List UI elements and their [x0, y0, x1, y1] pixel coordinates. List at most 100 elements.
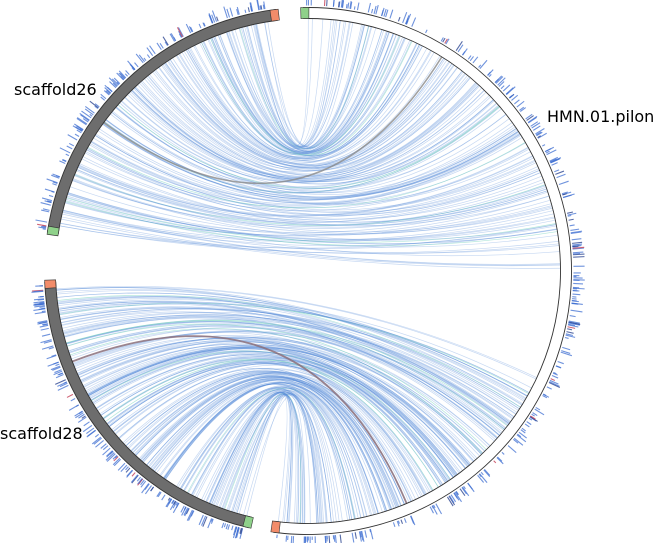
gene-tick: [502, 84, 511, 92]
link-scaffold28: [62, 312, 509, 425]
link-scaffold26: [141, 80, 480, 178]
link-scaffold28: [130, 373, 392, 510]
link-scaffold28: [139, 375, 398, 508]
link-scaffold26: [94, 133, 521, 204]
gene-tick: [89, 114, 93, 117]
gene-tick: [165, 498, 172, 508]
gene-tick: [75, 412, 84, 419]
link-scaffold26: [66, 196, 555, 241]
gene-tick: [463, 485, 466, 490]
label-hmn-01-pilon: HMN.01.pilon: [547, 107, 655, 126]
gene-tick: [472, 56, 479, 64]
gene-tick: [203, 22, 206, 27]
gene-tick: [33, 298, 45, 301]
link-scaffold28: [152, 380, 368, 517]
link-scaffold28: [90, 350, 446, 483]
gene-tick: [513, 437, 524, 446]
link-scaffold28: [115, 363, 446, 484]
link-scaffold26: [65, 201, 558, 247]
link-scaffold28: [87, 344, 478, 459]
link-scaffold28: [58, 302, 509, 426]
gene-tick: [259, 5, 262, 10]
link-scaffold28: [90, 347, 475, 462]
link-scaffold28: [56, 288, 526, 400]
link-scaffold28: [163, 382, 377, 515]
link-scaffold28: [60, 308, 520, 410]
gene-tick: [116, 81, 120, 85]
link-scaffold28: [69, 326, 495, 442]
gene-tick: [210, 518, 213, 522]
gene-tick: [567, 326, 576, 329]
gene-tick: [572, 246, 579, 248]
gene-tick: [549, 158, 557, 163]
gene-tick: [82, 424, 93, 433]
link-scaffold26: [61, 213, 557, 247]
gene-tick: [34, 305, 45, 308]
link-scaffold28: [133, 373, 405, 505]
link-scaffold28: [176, 384, 379, 514]
gene-tick: [44, 188, 55, 193]
gene-tick: [551, 374, 559, 379]
gene-tick: [41, 333, 51, 337]
gene-tick: [111, 78, 119, 86]
link-scaffold28: [219, 392, 318, 524]
gene-tick: [74, 123, 84, 131]
gene-tick: [236, 527, 240, 538]
gene-tick: [326, 0, 328, 7]
link-scaffold26: [84, 147, 529, 212]
link-scaffold28: [66, 321, 500, 437]
link-scaffold28: [113, 363, 433, 492]
link-scaffold26: [62, 211, 561, 266]
gene-tick: [207, 518, 213, 529]
link-scaffold28: [183, 388, 332, 523]
label-scaffold26: scaffold26: [14, 80, 97, 99]
gene-tick: [359, 531, 362, 538]
gene-tick: [119, 72, 126, 79]
gene-tick: [52, 181, 58, 184]
link-scaffold26: [158, 67, 464, 171]
link-scaffold26: [72, 180, 548, 229]
gene-tick: [361, 530, 365, 542]
link-scaffold28: [114, 363, 443, 485]
link-scaffold28: [73, 330, 502, 435]
gene-tick: [40, 202, 51, 206]
link-scaffold28: [60, 308, 521, 408]
link-scaffold28: [102, 356, 456, 477]
gene-tick: [568, 322, 581, 326]
link-scaffold26: [78, 162, 537, 218]
gene-tick: [156, 42, 162, 50]
gene-tick: [124, 73, 128, 77]
gene-tick: [341, 0, 344, 8]
link-scaffold28: [57, 295, 518, 413]
link-scaffold26: [74, 174, 548, 228]
gene-tick: [350, 1, 353, 10]
link-scaffold26: [152, 70, 463, 172]
gene-tick: [114, 455, 118, 459]
gene-tick: [570, 309, 583, 313]
link-scaffold28: [58, 301, 530, 394]
gene-tick: [500, 85, 505, 90]
gene-tick: [536, 131, 543, 137]
gene-tick: [131, 472, 136, 477]
link-scaffold28: [163, 381, 392, 510]
gene-tick: [178, 33, 182, 38]
gene-tick: [532, 125, 541, 131]
gene-tick: [100, 93, 107, 100]
link-scaffold28: [118, 368, 406, 505]
gene-tick: [70, 398, 76, 402]
gene-tick: [250, 6, 253, 12]
gene-tick: [46, 178, 58, 184]
gene-tick: [236, 527, 240, 533]
link-scaffold26: [210, 37, 413, 156]
gene-tick: [226, 8, 231, 18]
link-scaffold28: [164, 383, 365, 518]
gene-tick: [78, 413, 85, 419]
gene-tick: [37, 298, 45, 301]
link-scaffold26: [227, 31, 388, 152]
gene-tick: [535, 131, 542, 136]
link-scaffold26: [230, 30, 395, 152]
link-scaffold26: [78, 155, 534, 217]
gene-tick: [552, 372, 558, 376]
gene-tick: [549, 379, 559, 385]
gene-tick: [86, 429, 96, 438]
